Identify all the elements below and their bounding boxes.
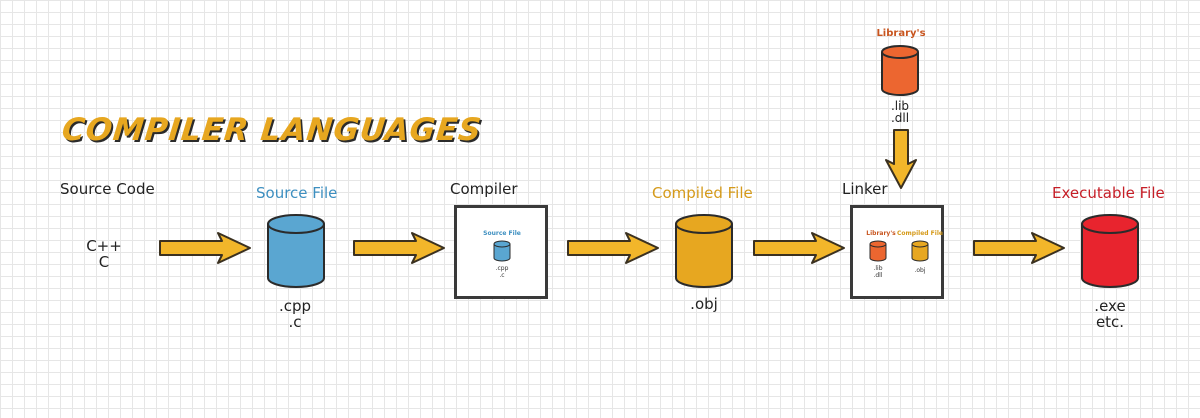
compiled-file-label: Compiled File xyxy=(652,184,753,202)
linker-inner-compiled-extension: .obj xyxy=(914,267,926,274)
executable-file-cylinder-icon xyxy=(1081,214,1139,288)
source-file-extensions: .cpp .c xyxy=(278,297,312,331)
source-code-label: Source Code xyxy=(60,180,155,198)
source-file-label: Source File xyxy=(256,184,338,202)
compiler-label: Compiler xyxy=(450,180,518,198)
linker-inner-library-label: Library's xyxy=(866,230,896,237)
executable-file-label: Executable File xyxy=(1052,184,1165,202)
compiled-file-cylinder-icon xyxy=(675,214,733,288)
compiler-inner-source-file-label: Source File xyxy=(483,230,521,237)
library-cylinder-icon xyxy=(881,45,919,96)
arrow-right-icon xyxy=(353,232,445,264)
linker-inner-compiled-cylinder-icon xyxy=(911,240,929,262)
diagram-title: COMPILER LANGUAGES xyxy=(60,112,484,148)
compiler-inner-cylinder-icon xyxy=(493,240,511,262)
arrow-right-icon xyxy=(567,232,659,264)
arrow-right-icon xyxy=(973,232,1065,264)
executable-file-extensions: .exe etc. xyxy=(1094,297,1126,331)
source-code-languages: C++ C xyxy=(86,237,122,271)
linker-box: Library's .lib .dll Compiled File .obj xyxy=(850,205,944,299)
arrow-right-icon xyxy=(753,232,845,264)
compiler-box: Source File .cpp .c xyxy=(454,205,548,299)
compiled-file-extension: .obj xyxy=(690,295,718,313)
linker-inner-library-cylinder-icon xyxy=(869,240,887,262)
library-extensions: .lib .dll xyxy=(890,99,910,125)
linker-label: Linker xyxy=(842,180,888,198)
source-file-cylinder-icon xyxy=(267,214,325,288)
arrow-down-icon xyxy=(885,129,917,189)
library-label: Library's xyxy=(876,28,926,39)
linker-inner-library-extensions: .lib .dll xyxy=(873,265,883,279)
compiler-inner-extensions: .cpp .c xyxy=(495,265,509,279)
linker-inner-compiled-file-label: Compiled File xyxy=(897,230,943,237)
arrow-right-icon xyxy=(159,232,251,264)
